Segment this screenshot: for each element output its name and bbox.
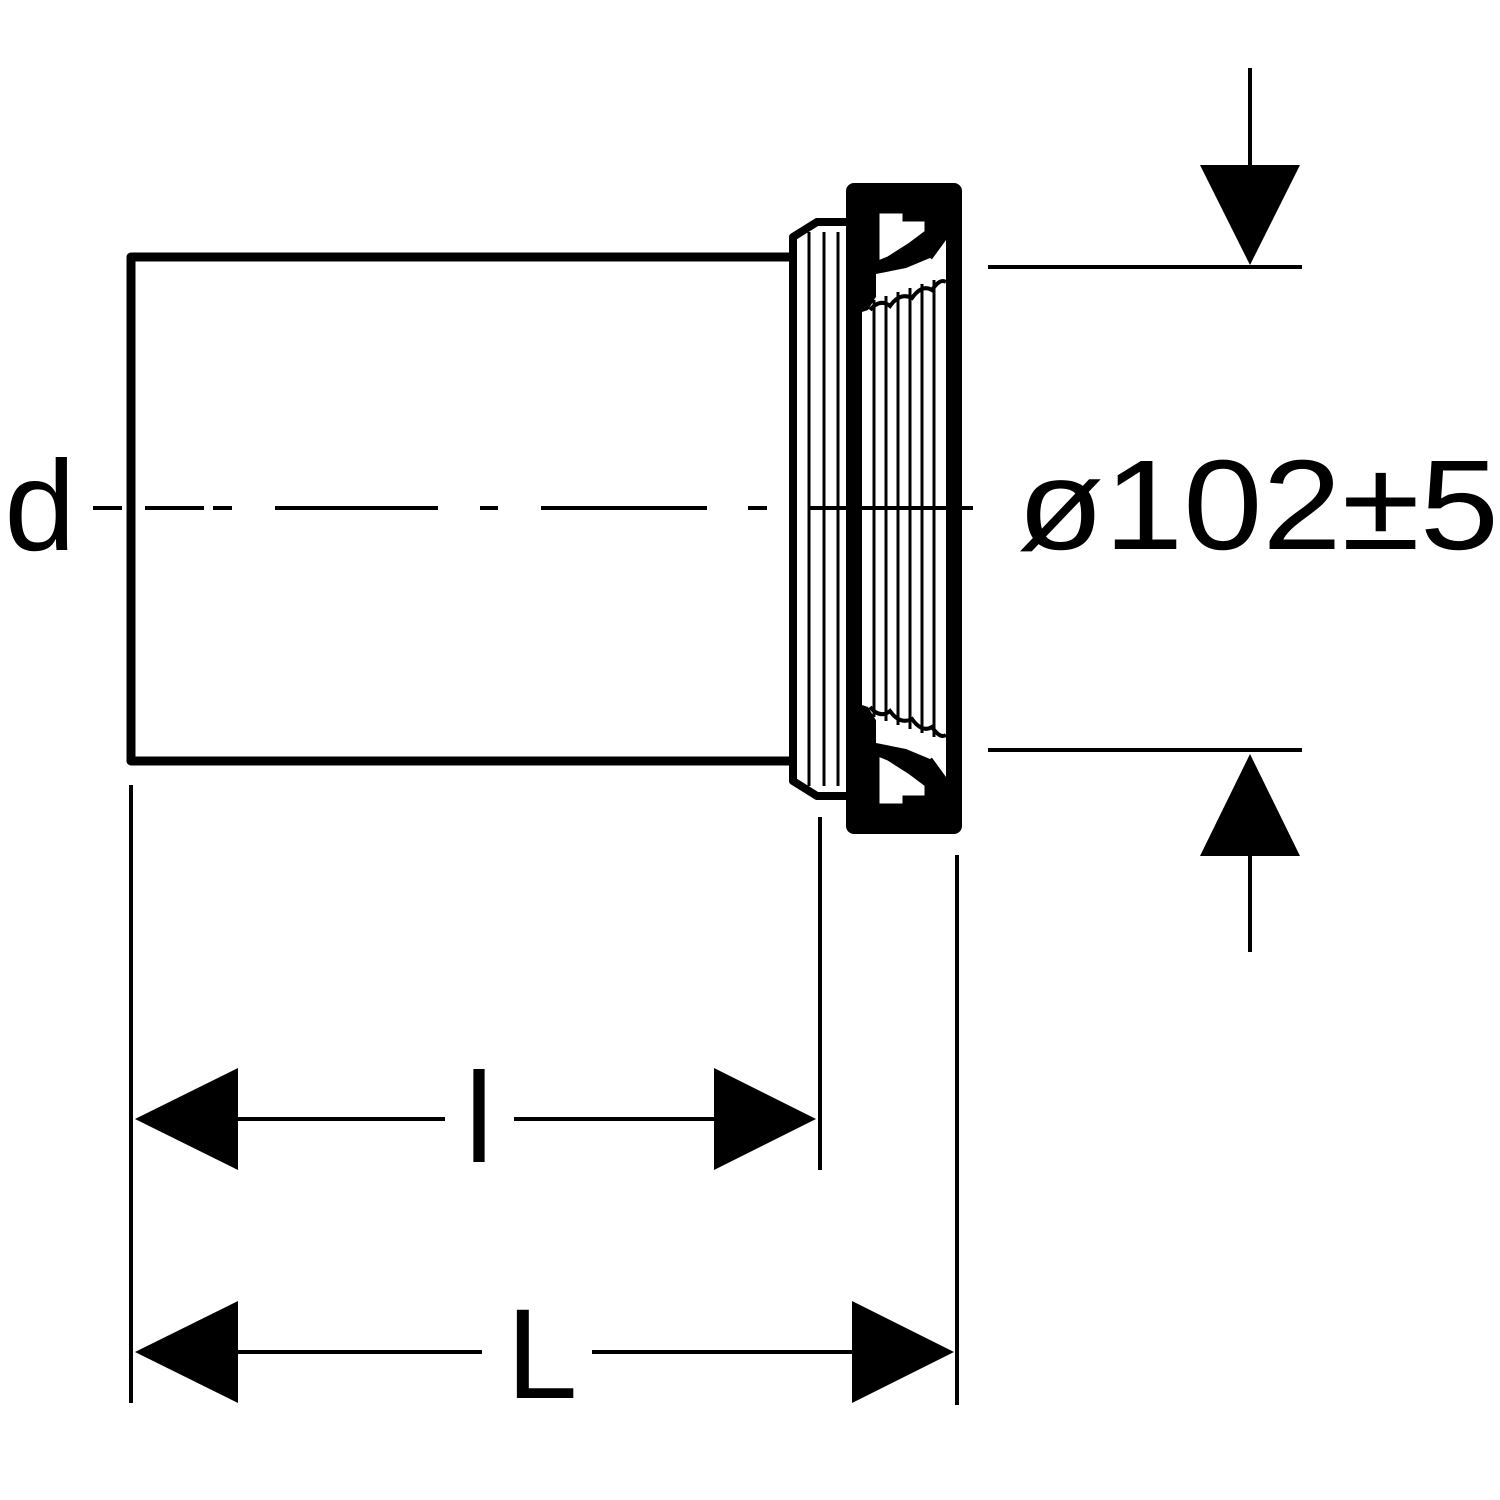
label-diameter: ø102±5 (1017, 434, 1499, 577)
seal-top-groove (876, 258, 936, 300)
seal-top-clip (876, 210, 928, 265)
thread-wave-top (868, 279, 948, 312)
length-arrows (135, 1068, 954, 1403)
label-l: l (465, 1047, 493, 1190)
pipe-outline (126, 252, 793, 766)
arrow-left-icon (135, 1068, 238, 1170)
pipe-body (126, 252, 793, 766)
label-L: L (506, 1283, 577, 1426)
thread-wave-bottom (868, 705, 948, 738)
arrow-right-icon (714, 1068, 816, 1170)
diameter-dimension (988, 68, 1302, 952)
length-dimensions (129, 785, 959, 1405)
seal-bottom-groove (876, 717, 936, 759)
arrow-right-icon (852, 1301, 954, 1403)
seal-bottom-clip (876, 752, 928, 807)
arrow-down-icon (1200, 165, 1300, 265)
arrow-left-icon (135, 1301, 238, 1403)
label-d: d (4, 435, 75, 578)
arrow-up-icon (1200, 754, 1300, 856)
